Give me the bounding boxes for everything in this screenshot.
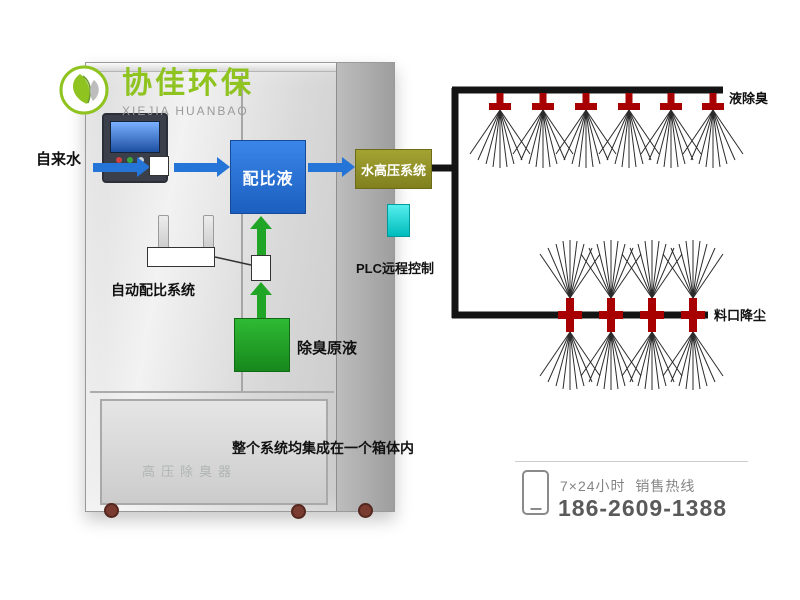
leaf-logo-icon — [58, 64, 110, 121]
arrow-shaft — [174, 162, 217, 172]
high-pressure-box: 水高压系统 — [355, 149, 432, 189]
arrow-head-icon — [250, 216, 272, 229]
machine-photo: 高压除臭器 — [85, 62, 395, 519]
arrow-head-icon — [342, 157, 355, 177]
ratio-connector-box — [251, 255, 271, 281]
logo-title: 协佳环保 — [122, 67, 254, 100]
dust-suppression-label: 料口降尘 — [714, 308, 767, 323]
inlet-connector-box — [149, 156, 169, 176]
hotline-label: 7×24小时 销售热线 — [560, 478, 696, 494]
machine-lower-panel — [100, 399, 328, 505]
auto-ratio-label: 自动配比系统 — [111, 282, 195, 298]
brand-logo: 协佳环保 XIEJIA HUANBAO — [58, 64, 254, 121]
arrow-shaft — [308, 162, 342, 172]
green-button — [126, 157, 133, 163]
deodor-source-label: 除臭原液 — [297, 340, 358, 357]
arrow-shaft — [256, 229, 266, 255]
phone-number: 186-2609-1388 — [558, 495, 728, 521]
machine-top-edge — [86, 63, 394, 72]
caster-wheel — [291, 504, 306, 519]
logo-text-block: 协佳环保 XIEJIA HUANBAO — [122, 67, 254, 118]
caster-wheel — [358, 503, 373, 518]
arrow-mix-to-highpressure — [308, 157, 355, 177]
machine-panel-seam — [90, 391, 334, 393]
contact-divider — [515, 461, 748, 462]
machine-side-panel — [336, 63, 394, 511]
arrow-tapwater-to-connector — [93, 157, 150, 177]
control-screen — [110, 121, 160, 153]
auto-ratio-box — [147, 247, 215, 267]
phone-icon — [522, 470, 549, 515]
mix-liquid-box: 配比液 — [230, 140, 306, 214]
arrow-connector-to-mix — [174, 157, 230, 177]
logo-subtitle: XIEJIA HUANBAO — [122, 104, 249, 118]
deodor-source-box — [234, 318, 290, 372]
spray-deodor-label: 液除臭 — [729, 91, 769, 106]
red-button — [115, 157, 122, 163]
arrow-shaft — [256, 295, 266, 318]
arrow-head-icon — [137, 157, 150, 177]
integrated-note: 整个系统均集成在一个箱体内 — [232, 440, 414, 456]
machine-watermark: 高压除臭器 — [142, 464, 238, 479]
caster-wheel — [104, 503, 119, 518]
arrow-head-icon — [217, 157, 230, 177]
arrow-ratio-to-mix — [250, 216, 272, 255]
machine-door-seam — [241, 73, 243, 393]
arrow-source-to-ratio — [250, 282, 272, 318]
plc-label: PLC远程控制 — [356, 261, 435, 276]
arrow-shaft — [93, 162, 137, 172]
arrow-head-icon — [250, 282, 272, 295]
plc-module-box — [387, 204, 410, 237]
tap-water-label: 自来水 — [36, 151, 82, 168]
